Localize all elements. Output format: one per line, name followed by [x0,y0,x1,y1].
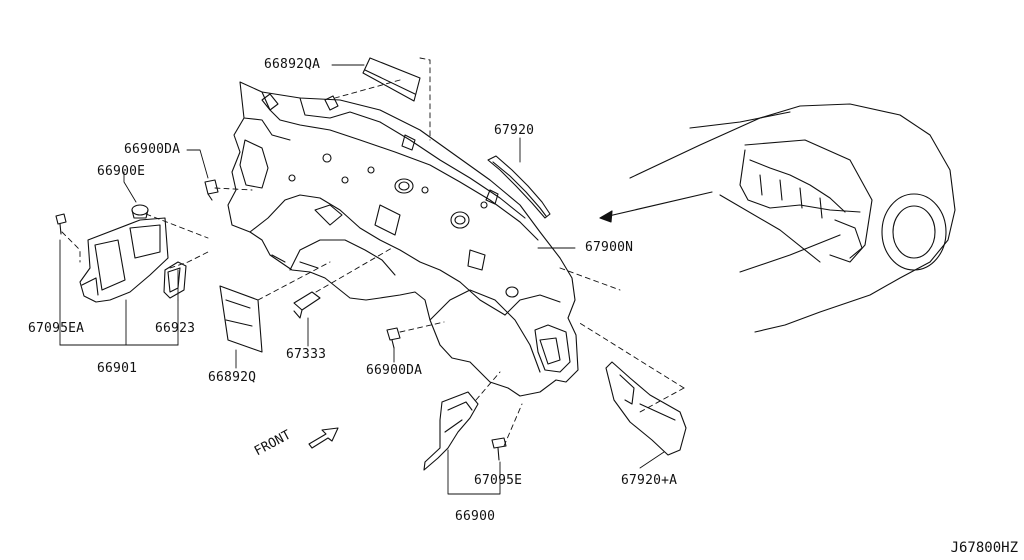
dash-insulator-panel [227,81,579,397]
part-label-66900DA-bottom: 66900DA [366,363,423,378]
part-label-66901: 66901 [97,361,138,376]
part-label-67920A: 67920+A [621,473,678,488]
part-label-66900: 66900 [455,509,496,524]
leader-lines [59,64,665,495]
diagram-id: J67800HZ [950,540,1018,556]
clip-66900DA-top [204,179,219,201]
part-label-67095E: 67095E [474,473,523,488]
pad-66892Q [219,285,263,353]
insulator-67920A [605,361,687,456]
side-panel-66900 [423,391,479,471]
part-label-66892Q: 66892Q [208,370,257,385]
clip-67095E [491,437,507,461]
part-label-66900DA-top: 66900DA [124,142,181,157]
clip-66900DA-bottom [386,327,401,349]
block-67333 [293,291,321,319]
part-label-66900E: 66900E [97,164,146,179]
strip-67920 [487,155,551,219]
part-label-67900N: 67900N [585,240,634,255]
clip-66900E [131,204,149,219]
part-label-67920: 67920 [494,123,535,138]
bracket-66901 [79,217,187,303]
direction-arrow [599,191,713,223]
vehicle-location-inset [629,103,956,333]
part-label-66892QA: 66892QA [264,57,321,72]
part-label-67095EA: 67095EA [28,321,85,336]
pad-66892QA [362,57,421,102]
front-arrow-icon [308,427,339,449]
dashed-projection-lines [61,57,685,447]
clip-67095EA [55,213,67,235]
part-label-67333: 67333 [286,347,327,362]
part-label-66923: 66923 [155,321,196,336]
